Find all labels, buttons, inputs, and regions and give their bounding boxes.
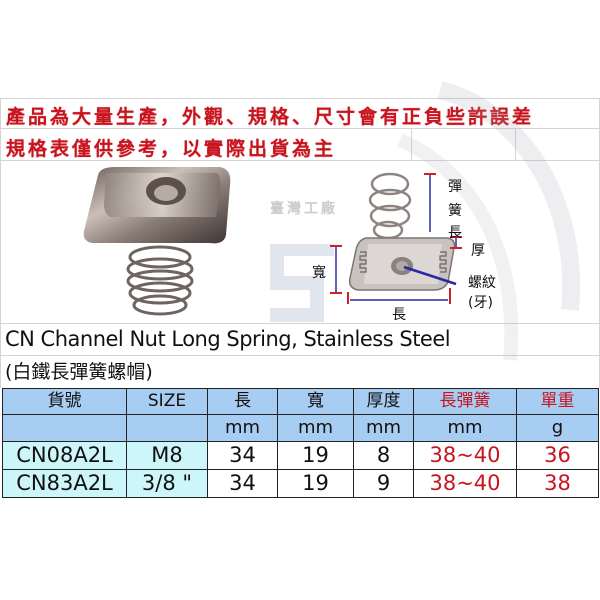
table-row: CN83A2L 3/8 " 34 19 9 38~40 38 xyxy=(2,469,599,498)
cell-width: 19 xyxy=(277,441,354,470)
label-thickness: 厚 xyxy=(471,243,485,259)
label-spring-char-3: 長 xyxy=(448,225,462,241)
cell-spring-length: 38~40 xyxy=(413,469,517,498)
unit-thickness: mm xyxy=(353,414,414,442)
spec-table: 貨號 SIZE 長 寬 厚度 長彈簧 單重 mm mm mm mm g CN08… xyxy=(2,388,599,498)
label-spring-char-2: 簧 xyxy=(448,203,462,219)
grid-line xyxy=(0,355,600,356)
label-thread-sub: (牙) xyxy=(468,295,493,311)
dimension-diagram xyxy=(330,172,462,304)
grid-line xyxy=(0,160,600,161)
unit-part-no xyxy=(2,414,127,442)
cell-weight: 38 xyxy=(516,469,599,498)
disclaimer-line-1: 產品為大量生產，外觀、規格、尺寸會有正負些許誤差 xyxy=(6,106,535,128)
cell-thickness: 8 xyxy=(353,441,414,470)
header-part-no: 貨號 xyxy=(2,388,127,415)
header-spring-length: 長彈簧 xyxy=(413,388,517,415)
unit-size xyxy=(126,414,208,442)
cell-weight: 36 xyxy=(516,441,599,470)
cell-part-no: CN83A2L xyxy=(2,469,127,498)
unit-weight: g xyxy=(516,414,599,442)
unit-length: mm xyxy=(207,414,278,442)
channel-nut-photo xyxy=(83,167,231,316)
cell-width: 19 xyxy=(277,469,354,498)
header-unit-weight: 單重 xyxy=(516,388,599,415)
label-spring-char-1: 彈 xyxy=(448,179,462,195)
header-width: 寬 xyxy=(277,388,354,415)
product-title-en: CN Channel Nut Long Spring, Stainless St… xyxy=(5,327,451,351)
grid-line xyxy=(0,323,600,324)
grid-line xyxy=(515,128,516,160)
cell-size: M8 xyxy=(126,441,208,470)
product-title-zh: (白鐵長彈簧螺帽) xyxy=(5,361,153,383)
header-length: 長 xyxy=(207,388,278,415)
label-width: 寬 xyxy=(312,265,326,281)
watermark-factory-text: 臺灣工廠 xyxy=(270,201,338,217)
grid-line xyxy=(0,98,600,99)
grid-line xyxy=(0,98,1,388)
cell-length: 34 xyxy=(207,469,278,498)
header-thickness: 厚度 xyxy=(353,388,414,415)
cell-spring-length: 38~40 xyxy=(413,441,517,470)
label-length: 長 xyxy=(392,307,406,323)
cell-length: 34 xyxy=(207,441,278,470)
cell-size: 3/8 " xyxy=(126,469,208,498)
table-units-row: mm mm mm mm g xyxy=(2,414,599,442)
table-row: CN08A2L M8 34 19 8 38~40 36 xyxy=(2,441,599,470)
grid-line xyxy=(0,128,600,129)
header-size: SIZE xyxy=(126,388,208,415)
grid-line xyxy=(411,128,412,160)
cell-part-no: CN08A2L xyxy=(2,441,127,470)
cell-thickness: 9 xyxy=(353,469,414,498)
unit-width: mm xyxy=(277,414,354,442)
label-thread: 螺紋 xyxy=(468,275,496,291)
unit-spring-length: mm xyxy=(413,414,517,442)
table-header-row: 貨號 SIZE 長 寬 厚度 長彈簧 單重 xyxy=(2,388,599,415)
disclaimer-line-2: 規格表僅供參考，以實際出貨為主 xyxy=(6,138,337,160)
